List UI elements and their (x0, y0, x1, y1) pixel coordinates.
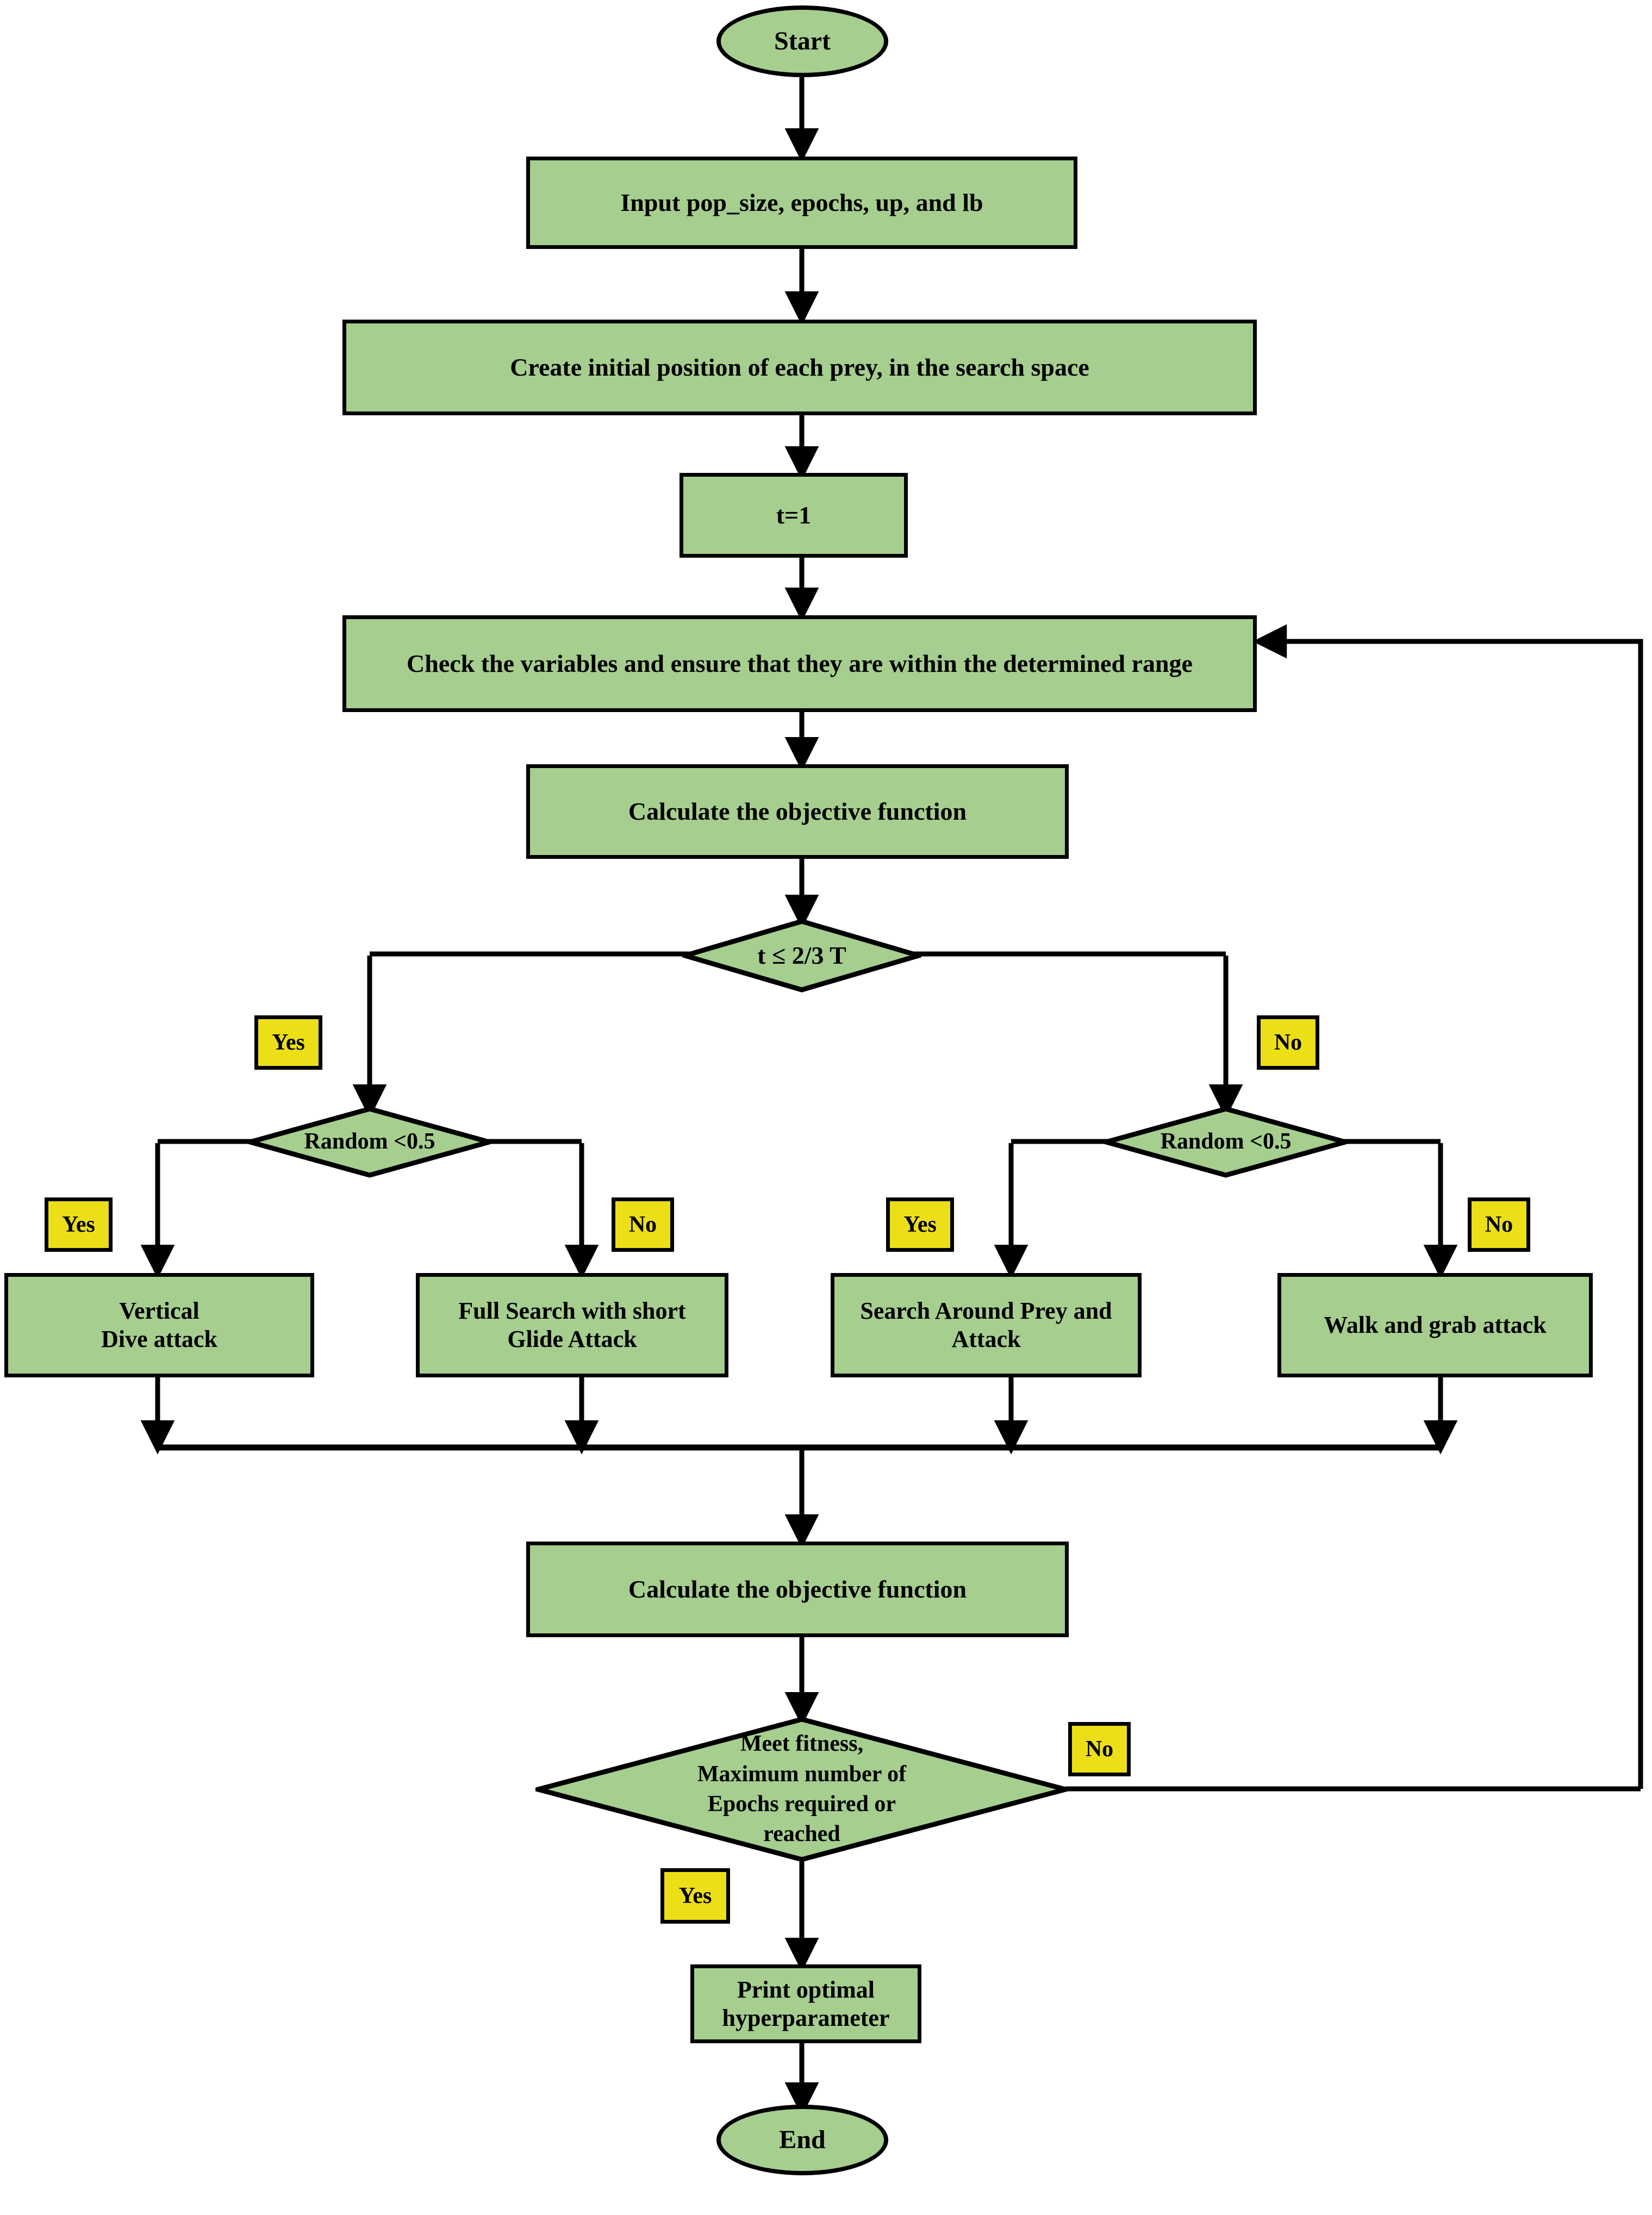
node-start[interactable]: Start (716, 5, 888, 77)
node-random-right[interactable]: Random <0.5 (1104, 1106, 1348, 1178)
node-vertical-dive-attack[interactable]: Vertical Dive attack (4, 1273, 314, 1377)
node-input[interactable]: Input pop_size, epochs, up, and lb (526, 157, 1077, 249)
node-input-label: Input pop_size, epochs, up, and lb (620, 188, 983, 216)
node-start-label: Start (774, 26, 831, 55)
node-full-search-glide-attack[interactable]: Full Search with short Glide Attack (416, 1273, 728, 1377)
node-search-around-prey-attack-line1: Search Around Prey and (860, 1297, 1112, 1325)
node-walk-and-grab-attack-line1: Walk and grab attack (1324, 1312, 1547, 1339)
edge-label-fitness-yes: Yes (660, 1868, 730, 1924)
node-create-initial[interactable]: Create initial position of each prey, in… (342, 320, 1257, 415)
node-calc-objective-2[interactable]: Calculate the objective function (526, 1542, 1069, 1637)
edge-label-right-no: No (1468, 1197, 1530, 1252)
node-search-around-prey-attack-line2: Attack (951, 1326, 1021, 1352)
node-vertical-dive-attack-line1: Vertical (119, 1297, 200, 1325)
edge-label-t-no-text: No (1274, 1030, 1302, 1055)
node-end[interactable]: End (716, 2105, 888, 2175)
edge-label-t-no: No (1257, 1015, 1319, 1070)
edge-label-fitness-no: No (1068, 1722, 1131, 1776)
edge-label-fitness-yes-text: Yes (678, 1883, 712, 1908)
node-print-optimal-line1: Print optimal (737, 1976, 875, 2003)
edge-label-left-yes-text: Yes (62, 1212, 95, 1237)
node-full-search-glide-attack-line2: Glide Attack (507, 1326, 637, 1352)
edge-label-right-no-text: No (1485, 1212, 1513, 1237)
node-random-left[interactable]: Random <0.5 (247, 1106, 492, 1178)
edge-label-left-no: No (612, 1197, 674, 1252)
node-check-range-label: Check the variables and ensure that they… (407, 649, 1193, 677)
node-print-optimal-hyperparameter[interactable]: Print optimal hyperparameter (690, 1964, 921, 2043)
edge-label-t-yes: Yes (254, 1015, 322, 1070)
node-vertical-dive-attack-line2: Dive attack (101, 1326, 217, 1352)
edge-label-fitness-no-text: No (1085, 1737, 1114, 1762)
edge-label-left-no-text: No (628, 1212, 657, 1237)
node-calc-objective-2-label: Calculate the objective function (628, 1575, 967, 1603)
node-decision-t[interactable]: t ≤ 2/3 T (682, 919, 921, 993)
edge-label-left-yes: Yes (45, 1197, 113, 1252)
node-create-initial-label: Create initial position of each prey, in… (510, 353, 1089, 381)
node-t-init-label: t=1 (776, 501, 812, 529)
node-search-around-prey-attack[interactable]: Search Around Prey and Attack (831, 1273, 1142, 1377)
node-t-init[interactable]: t=1 (679, 473, 908, 558)
node-meet-fitness[interactable]: Meet fitness, Maximum number of Epochs r… (535, 1717, 1068, 1862)
node-calc-objective-1[interactable]: Calculate the objective function (526, 764, 1069, 859)
node-print-optimal-line2: hyperparameter (722, 2004, 890, 2031)
edge-label-right-yes-text: Yes (903, 1212, 937, 1237)
node-walk-and-grab-attack[interactable]: Walk and grab attack (1277, 1273, 1593, 1377)
node-check-range[interactable]: Check the variables and ensure that they… (342, 615, 1257, 712)
node-end-label: End (779, 2125, 826, 2154)
node-full-search-glide-attack-line1: Full Search with short (458, 1297, 686, 1325)
edge-label-right-yes: Yes (886, 1197, 954, 1252)
node-calc-objective-1-label: Calculate the objective function (628, 797, 967, 825)
edge-label-t-yes-text: Yes (272, 1030, 305, 1055)
